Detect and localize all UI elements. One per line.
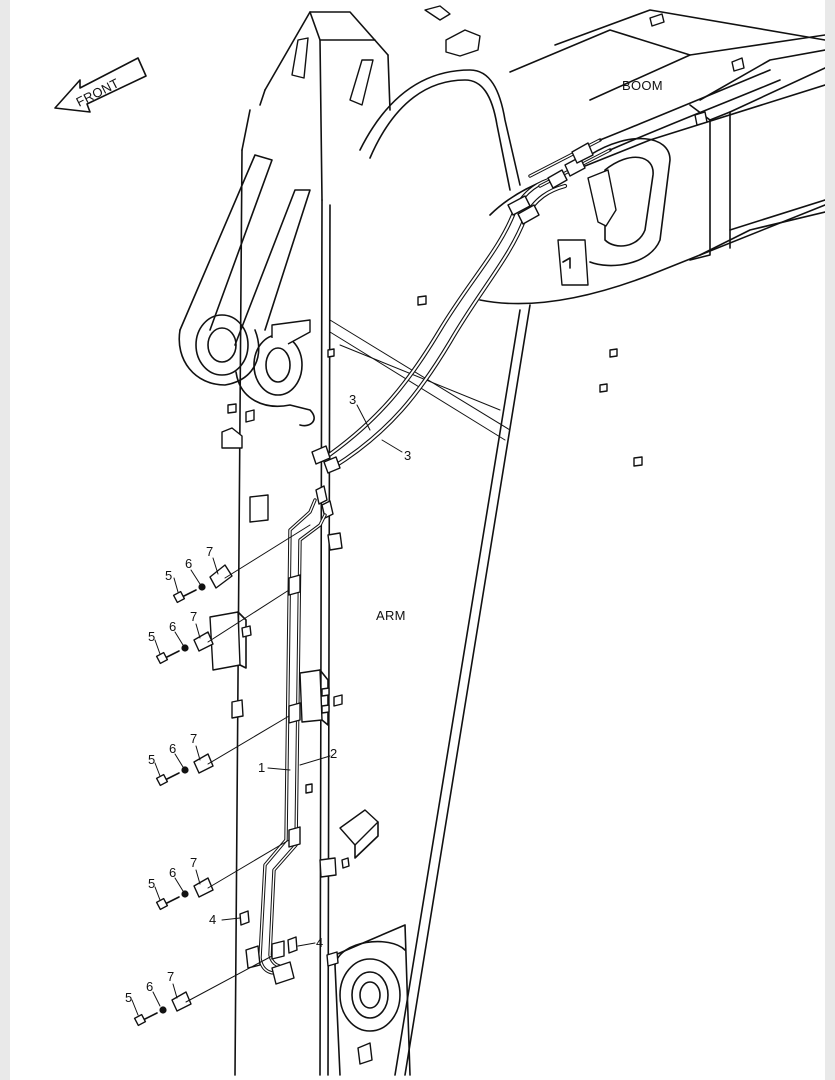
- callout-5-d: 5: [148, 876, 155, 891]
- arm-structure: ARM: [178, 5, 643, 1076]
- pipe-assembly: [239, 498, 327, 985]
- callout-7-a: 7: [206, 544, 213, 559]
- callout-1: 1: [258, 760, 265, 775]
- diagram-drawing: FRONT BOOM: [54, 5, 825, 1076]
- arm-label: ARM: [376, 608, 406, 623]
- callout-7-c: 7: [190, 731, 197, 746]
- callout-2: 2: [330, 746, 337, 761]
- callout-3-lower: 3: [404, 448, 411, 463]
- parts-diagram: FRONT BOOM: [10, 0, 825, 1080]
- callout-6-e: 6: [146, 979, 153, 994]
- hose-assembly: [311, 69, 781, 519]
- callout-5-a: 5: [165, 568, 172, 583]
- boom-label: BOOM: [622, 78, 663, 93]
- boom-structure: BOOM: [479, 9, 825, 305]
- callout-4-left: 4: [209, 912, 216, 927]
- clamp-hardware: [133, 524, 311, 1027]
- callout-7-b: 7: [190, 609, 197, 624]
- callout-5-b: 5: [148, 629, 155, 644]
- callout-6-b: 6: [169, 619, 176, 634]
- front-direction-arrow: FRONT: [54, 57, 147, 113]
- callout-leaders: [131, 404, 403, 1016]
- callout-5-c: 5: [148, 752, 155, 767]
- callout-6-a: 6: [185, 556, 192, 571]
- callout-6-d: 6: [169, 865, 176, 880]
- callout-numbers: 3 3 1 2 4 4 5 6 7 5 6 7 5 6 7 5 6 7 5 6 …: [125, 392, 411, 1005]
- callout-4-right: 4: [316, 935, 323, 950]
- callout-6-c: 6: [169, 741, 176, 756]
- callout-7-d: 7: [190, 855, 197, 870]
- callout-3-upper: 3: [349, 392, 356, 407]
- callout-5-e: 5: [125, 990, 132, 1005]
- callout-7-e: 7: [167, 969, 174, 984]
